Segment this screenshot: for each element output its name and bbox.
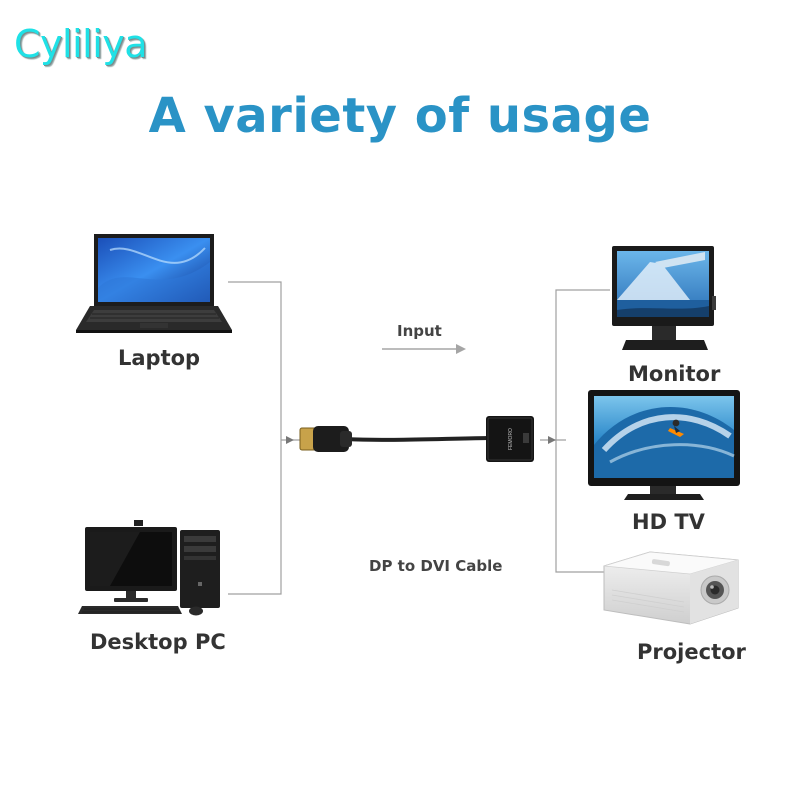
hd-tv-label: HD TV [632, 510, 705, 534]
page-title: A variety of usage [148, 88, 652, 144]
adapter-brand-text: FEMORO [508, 428, 514, 450]
projector-icon [603, 551, 739, 625]
monitor-icon [612, 246, 716, 350]
laptop-label: Laptop [118, 346, 201, 370]
brand-logo: Cyliliya [14, 22, 148, 66]
desktop-pc-label: Desktop PC [90, 630, 226, 654]
source-arrow [286, 436, 294, 444]
laptop-icon [76, 234, 232, 333]
hd-tv-icon [588, 390, 740, 500]
output-arrow [548, 436, 556, 444]
cable-label: DP to DVI Cable [369, 557, 503, 575]
dp-to-dvi-cable-icon: FEMORO [299, 416, 534, 462]
projector-label: Projector [637, 640, 746, 664]
input-arrow [382, 344, 466, 354]
monitor-label: Monitor [628, 362, 721, 386]
input-label: Input [397, 322, 442, 340]
desktop-pc-icon [78, 520, 220, 616]
